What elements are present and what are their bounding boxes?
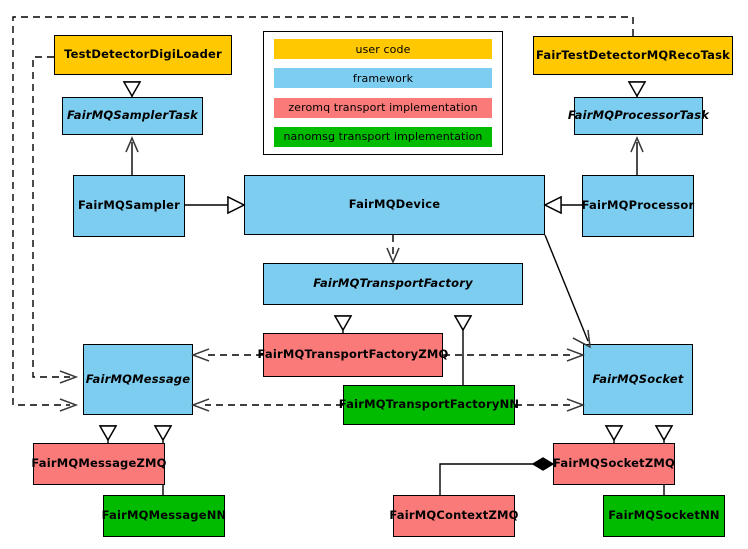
legend-item-nanomsg: nanomsg transport implementation	[274, 126, 492, 147]
edge-digiloader-generalizes-samplertask	[122, 81, 142, 98]
edge-recotask-generalizes-processortask	[627, 81, 647, 98]
legend-label-nanomsg: nanomsg transport implementation	[283, 130, 483, 144]
edge-contextzmq-composes-socketzmq	[439, 457, 555, 495]
node-fairmq-socket-nn[interactable]: FairMQSocketNN	[603, 495, 725, 537]
node-fairmq-transport-factory-zmq[interactable]: FairMQTransportFactoryZMQ	[258, 333, 448, 377]
edge-tfnn-creates-message	[191, 398, 343, 412]
edge-messagezmq-generalizes-message	[98, 425, 118, 443]
node-test-detector-digi-loader[interactable]: TestDetectorDigiLoader	[54, 35, 232, 75]
node-fairmq-message-nn[interactable]: FairMQMessageNN	[102, 495, 226, 537]
edge-processor-generalizes-device	[543, 195, 582, 215]
node-fair-test-detector-mq-reco-task[interactable]: FairTestDetectorMQRecoTask	[533, 36, 733, 75]
node-fairmq-sampler[interactable]: FairMQSampler	[73, 175, 185, 237]
node-fairmq-transport-factory[interactable]: FairMQTransportFactory	[263, 263, 523, 305]
legend-label-user-code: user code	[355, 42, 411, 56]
legend-item-framework: framework	[274, 68, 492, 89]
edge-processor-to-processortask	[630, 136, 644, 175]
edge-sampler-generalizes-device	[185, 195, 246, 215]
legend-item-zeromq: zeromq transport implementation	[274, 97, 492, 118]
edge-tfnn-creates-socket	[515, 398, 585, 412]
legend-panel: user code framework zeromq transport imp…	[263, 31, 503, 155]
edge-device-to-socket	[544, 234, 591, 349]
node-fairmq-socket-zmq[interactable]: FairMQSocketZMQ	[553, 443, 675, 485]
node-fairmq-socket[interactable]: FairMQSocket	[583, 344, 693, 415]
edge-tfzmq-creates-message	[191, 348, 263, 362]
edge-sampler-to-samplertask	[125, 136, 139, 175]
node-fairmq-processor-task[interactable]: FairMQProcessorTask	[568, 97, 709, 135]
node-fairmq-processor[interactable]: FairMQProcessor	[582, 175, 694, 237]
node-fairmq-sampler-task[interactable]: FairMQSamplerTask	[62, 97, 203, 135]
edge-socketzmq-generalizes-socket	[604, 425, 624, 443]
node-fairmq-transport-factory-nn[interactable]: FairMQTransportFactoryNN	[339, 385, 519, 425]
edge-device-uses-transportfactory	[386, 235, 400, 264]
legend-label-framework: framework	[352, 71, 414, 85]
edge-tfnn-generalizes-tf	[453, 315, 473, 385]
node-fairmq-context-zmq[interactable]: FairMQContextZMQ	[389, 495, 518, 537]
edge-tfzmq-creates-socket	[443, 348, 585, 362]
legend-label-zeromq: zeromq transport implementation	[288, 101, 478, 115]
edge-tfzmq-generalizes-tf	[333, 315, 353, 333]
node-fairmq-message[interactable]: FairMQMessage	[83, 344, 193, 415]
node-fairmq-message-zmq[interactable]: FairMQMessageZMQ	[31, 443, 166, 485]
node-fairmq-device[interactable]: FairMQDevice	[244, 175, 545, 235]
legend-item-user-code: user code	[274, 39, 492, 59]
